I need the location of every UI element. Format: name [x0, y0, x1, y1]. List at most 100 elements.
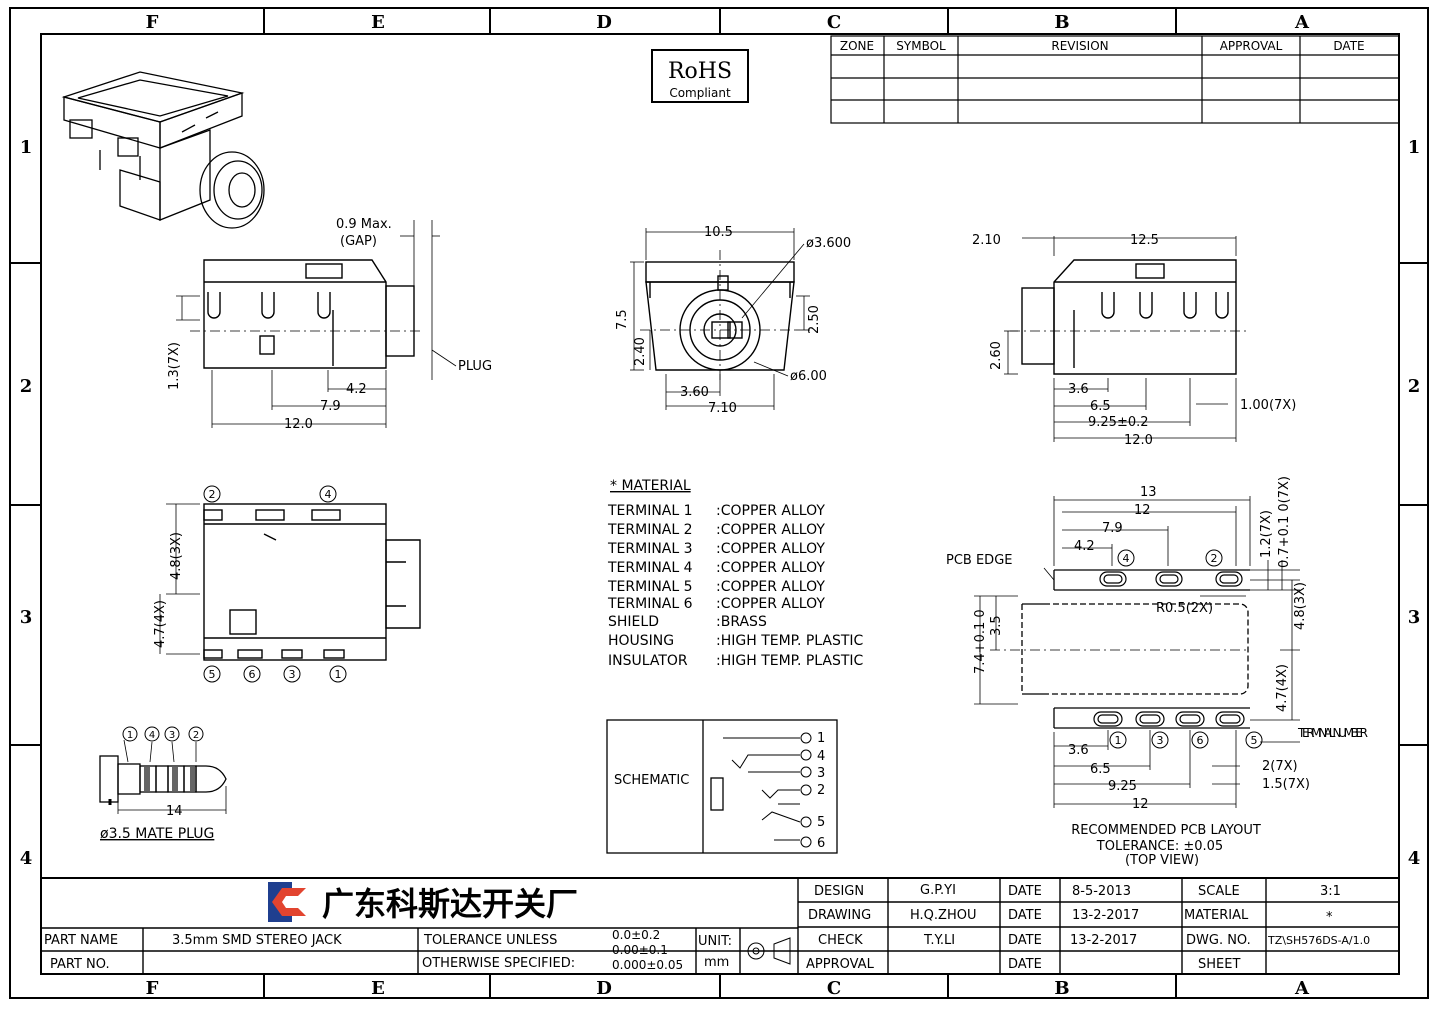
plug-terminal: 3	[169, 730, 175, 741]
dim-48p: 4.8(3X)	[1293, 582, 1308, 630]
schematic-pin: 5	[817, 815, 825, 830]
dim-65: 6.5	[1090, 399, 1111, 414]
dim-total-710: 7.10	[708, 401, 737, 416]
drawing-date: 13-2-2017	[1072, 908, 1139, 923]
top-view: 2 4 5 6 3 1 4.8(3X) 4.7(4X)	[153, 485, 421, 683]
scale-value: 3:1	[1320, 884, 1341, 899]
design-value: G.P.YI	[920, 883, 956, 898]
material-part: INSULATOR	[608, 653, 688, 669]
dwg-label: DWG. NO.	[1186, 933, 1251, 948]
pcb-caption-3: (TOP VIEW)	[1125, 853, 1199, 868]
front-view: 10.5 ø3.600 ø6.00 7.5 2.40 2.50 3.60 7.1…	[615, 225, 851, 416]
material-spec: :COPPER ALLOY	[716, 541, 825, 557]
revision-table: ZONE SYMBOL REVISION APPROVAL DATE	[830, 35, 1400, 124]
dim-13: 13	[1140, 485, 1157, 500]
col-label: A	[1294, 978, 1310, 999]
dim-12bp: 12	[1132, 797, 1149, 812]
check-value: T.Y.LI	[923, 933, 955, 948]
design-label: DESIGN	[814, 884, 864, 899]
dim-36: 3.6	[1068, 382, 1089, 397]
dim-offset-210: 2.10	[972, 233, 1001, 248]
pcb-terminal: 2	[1211, 552, 1218, 565]
tolerance-label: TOLERANCE UNLESS	[423, 933, 557, 948]
unit-label: UNIT:	[698, 934, 732, 949]
check-date: 13-2-2017	[1070, 933, 1137, 948]
dim-radius: R0.5(2X)	[1156, 601, 1213, 616]
dim-pad-b: 1.5(7X)	[1262, 777, 1310, 792]
pcb-terminal: 3	[1157, 734, 1164, 747]
terminal-number: 5	[209, 668, 216, 681]
pcb-caption-2: TOLERANCE: ±0.05	[1096, 839, 1223, 854]
material-spec: :COPPER ALLOY	[716, 560, 825, 576]
col-label: B	[1054, 12, 1069, 33]
mate-plug: 1 4 3 2 14 ø3.5 MATE PLUG	[99, 726, 227, 842]
drawing-value: H.Q.ZHOU	[910, 908, 976, 923]
col-label: A	[1294, 12, 1310, 33]
material-spec: :HIGH TEMP. PLASTIC	[716, 653, 864, 669]
company-logo	[268, 882, 306, 922]
title-block: 广东科斯达开关厂 PART NAME 3.5mm SMD STEREO JACK…	[40, 877, 1400, 975]
material-label: MATERIAL	[1184, 908, 1249, 923]
dim-925p: 9.25	[1108, 779, 1137, 794]
rev-header-approval: APPROVAL	[1220, 39, 1283, 53]
row-label: 3	[1408, 607, 1421, 628]
row-label: 1	[1408, 137, 1421, 158]
plug-caption: ø3.5 MATE PLUG	[100, 826, 214, 842]
rev-header-zone: ZONE	[840, 39, 874, 53]
dim-ring: ø6.00	[790, 369, 827, 384]
material-list: * MATERIAL TERMINAL 1 :COPPER ALLOY TERMI…	[607, 478, 864, 669]
material-title: * MATERIAL	[610, 478, 691, 494]
pcb-terminal: 5	[1251, 734, 1258, 747]
dwg-value: TZ\SH576DS-A/1.0	[1267, 934, 1370, 947]
dim-center-240: 2.40	[633, 337, 648, 366]
row-label: 4	[20, 848, 33, 869]
pcb-edge-label: PCB EDGE	[946, 553, 1012, 568]
dim-slot-b: 0.7+0.1 0(7X)	[1277, 476, 1292, 568]
material-spec: :COPPER ALLOY	[716, 579, 825, 595]
schematic-pin: 3	[817, 766, 825, 781]
terminal-number-label: TERMINAL NUMBER	[1297, 726, 1368, 740]
terminal-number: 1	[335, 668, 342, 681]
dim-35: 3.5	[989, 615, 1004, 636]
dim-42p: 4.2	[1074, 539, 1095, 554]
col-label: C	[827, 978, 841, 999]
pcb-terminal: 6	[1197, 734, 1204, 747]
material-part: TERMINAL 1	[607, 503, 693, 519]
rohs-stamp: RoHS Compliant	[651, 49, 749, 103]
otherwise-label: OTHERWISE SPECIFIED:	[422, 956, 575, 971]
dim-12: 12	[1134, 503, 1151, 518]
dim-79p: 7.9	[1102, 521, 1123, 536]
isometric-view	[61, 71, 265, 229]
col-label: D	[596, 978, 612, 999]
row-label: 2	[1408, 376, 1421, 397]
dim-48-3x: 4.8(3X)	[169, 532, 184, 580]
material-spec: :HIGH TEMP. PLASTIC	[716, 633, 864, 649]
pcb-terminal: 1	[1115, 734, 1122, 747]
dim-width-125: 12.5	[1130, 233, 1159, 248]
row-label: 3	[20, 607, 33, 628]
material-spec: :COPPER ALLOY	[716, 596, 825, 612]
dim-36p: 3.6	[1068, 743, 1089, 758]
terminal-number: 6	[249, 668, 256, 681]
dim-width-105: 10.5	[704, 225, 733, 240]
rev-header-date: DATE	[1333, 39, 1364, 53]
terminal-number: 2	[209, 488, 216, 501]
check-label: CHECK	[818, 933, 863, 948]
material-spec: :COPPER ALLOY	[716, 522, 825, 538]
rohs-title: RoHS	[668, 59, 732, 84]
plug-terminal: 1	[127, 730, 133, 741]
terminal-number: 4	[325, 488, 332, 501]
tolerance-2: 0.00±0.1	[612, 943, 668, 957]
dim-left-height: 1.3(7X)	[167, 342, 182, 390]
dim-height-75: 7.5	[615, 309, 630, 330]
material-part: TERMINAL 6	[607, 596, 693, 612]
dim-120: 12.0	[284, 417, 313, 432]
dim-height-260: 2.60	[989, 341, 1004, 370]
dim-hole: ø3.600	[806, 236, 851, 251]
schematic: SCHEMATIC 1 4 3 2 5 6	[606, 719, 838, 854]
material-part: TERMINAL 3	[607, 541, 693, 557]
dim-pad-a: 2(7X)	[1262, 759, 1298, 774]
pcb-layout: 4 2 1 3 6 5 13 12 7.9 4.2 PCB EDGE 1.2(7…	[946, 476, 1368, 868]
side-view-left: 0.9 Max. (GAP) PLUG 1.3(7X) 4.2 7.9 12.0	[167, 217, 492, 432]
scale-label: SCALE	[1198, 884, 1240, 899]
